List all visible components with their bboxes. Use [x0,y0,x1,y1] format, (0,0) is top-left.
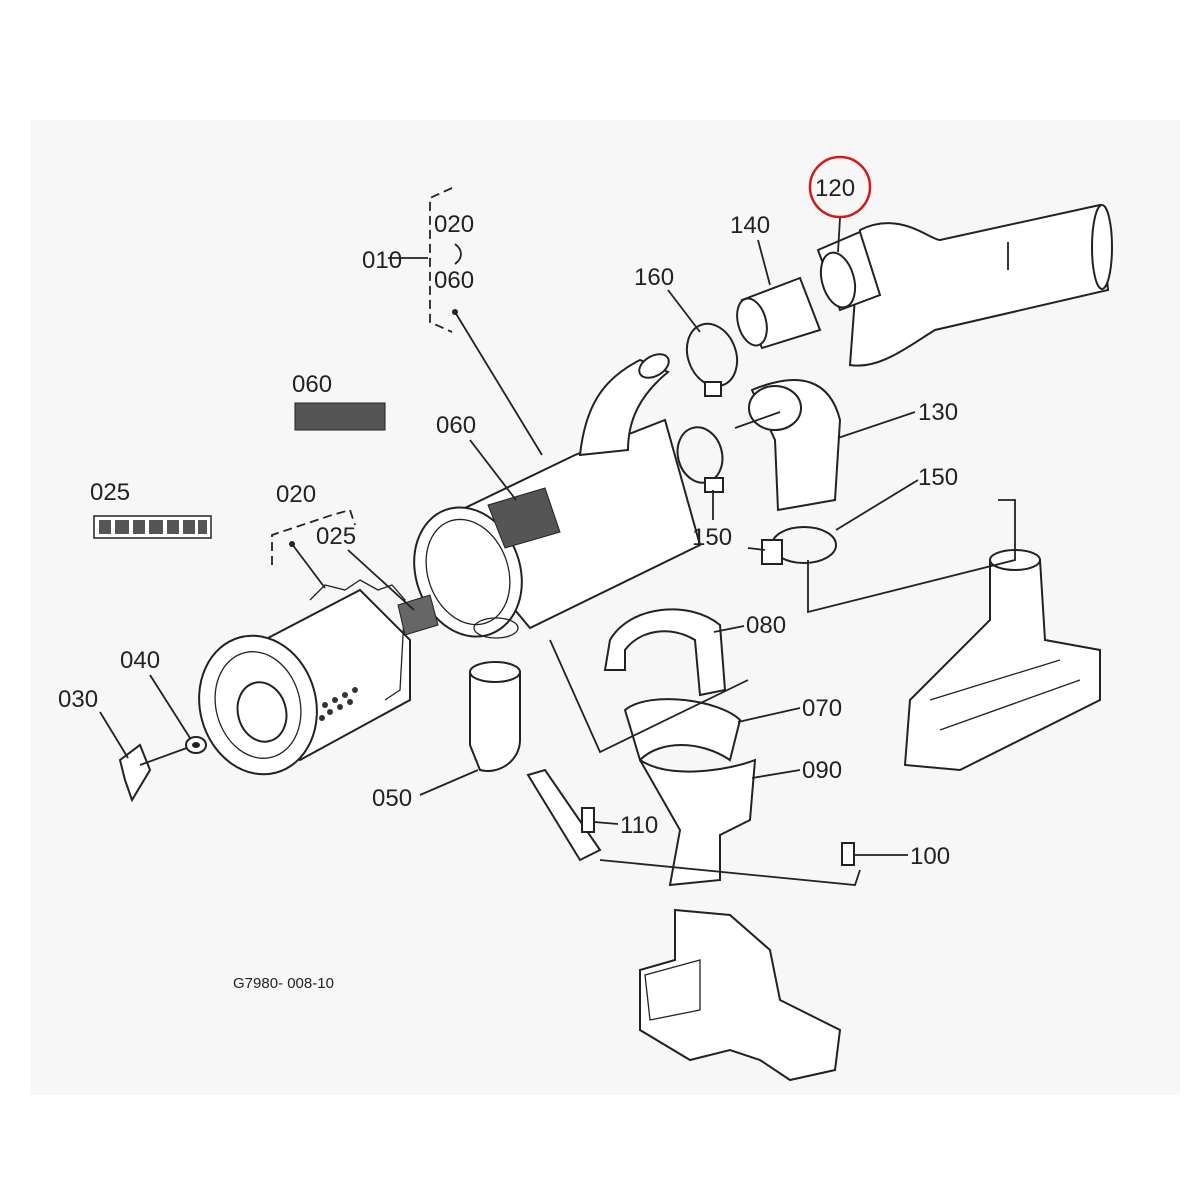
highlight-circle-120 [808,155,872,219]
label-160: 160 [634,264,674,291]
decal-025-title: 025 [90,479,130,506]
decal-025-group: 025 [90,479,212,539]
hose-clamp-upper [685,322,739,397]
part-labels: 010 020 060 060 020 025 040 030 050 160 … [58,155,958,992]
decal-060-plate [294,402,386,431]
engine-mount-base [639,908,842,1082]
label-025: 025 [316,523,356,550]
label-060-group: 060 [434,267,474,294]
mounting-bracket [526,758,757,887]
decal-060-title: 060 [292,371,332,398]
label-070: 070 [802,695,842,722]
label-130: 130 [918,399,958,426]
evacuator-valve [469,661,521,772]
label-060: 060 [436,412,476,439]
decal-025-glyphs [99,520,207,534]
intake-hose [816,203,1113,367]
label-150-upper: 150 [918,464,958,491]
label-100: 100 [910,843,950,870]
label-020-group: 020 [434,211,474,238]
label-110: 110 [620,812,658,839]
intake-manifold [903,549,1101,772]
label-090: 090 [802,757,842,784]
band-saddle [623,698,742,762]
rubber-sleeve [736,276,822,350]
label-140: 140 [730,212,770,239]
mounting-band [603,608,727,697]
label-080: 080 [746,612,786,639]
hose-clamp-lower [747,526,837,565]
label-020: 020 [276,481,316,508]
label-010: 010 [362,247,402,274]
washer [185,736,207,754]
label-040: 040 [120,647,160,674]
bolt-110 [581,807,595,833]
label-030: 030 [58,686,98,713]
filter-element [198,579,439,776]
label-050: 050 [372,785,412,812]
air-cleaner-body [413,353,702,639]
drawing-code: G7980- 008-10 [233,975,334,992]
bolt-100 [841,842,855,866]
decal-060-group: 060 [292,371,386,431]
label-120: 120 [815,175,855,202]
leader-lines [99,187,1016,886]
hose-clamp-middle [676,426,724,493]
label-150-left: 150 [692,524,732,551]
